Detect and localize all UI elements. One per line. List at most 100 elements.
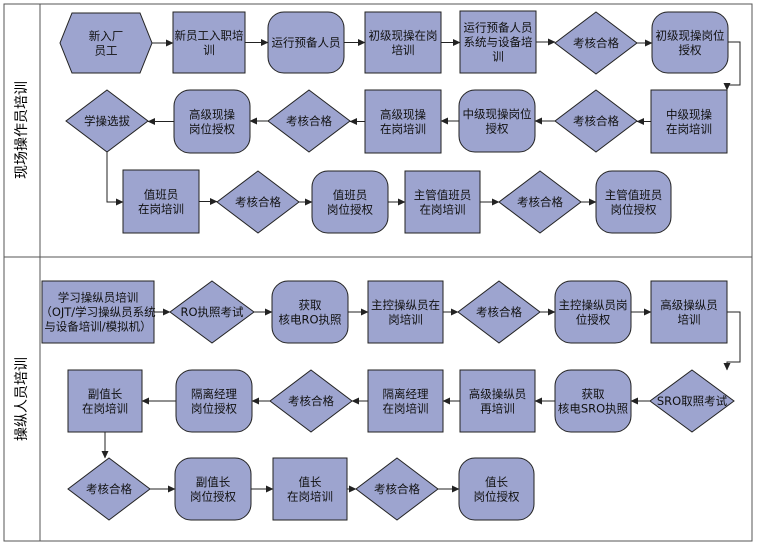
node-label: 岗位授权: [189, 122, 235, 136]
flow-node-s1-check3: 考核合格: [267, 89, 351, 153]
node-shape-rounded: [554, 280, 632, 344]
node-label: 员工: [95, 43, 118, 57]
node-label: SRO取照考试: [657, 394, 728, 408]
node-label: 考核合格: [288, 394, 334, 408]
node-label: 培训: [678, 312, 701, 326]
node-label: 再培训: [480, 401, 515, 415]
node-label: 运行预备人员: [272, 36, 341, 50]
node-label: 隔离经理: [383, 387, 429, 401]
node-shape-diamond: [269, 369, 353, 433]
node-label: 授权: [486, 121, 509, 135]
node-shape-rounded: [267, 11, 345, 74]
flow-node-s1-select: 学操选拔: [65, 89, 149, 153]
node-label: （OJT/学习操纵员系统: [40, 305, 156, 319]
node-label: 获取: [582, 387, 605, 401]
node-shape-diamond: [355, 457, 439, 521]
flow-node-s2-check2: 考核合格: [269, 369, 353, 433]
node-label: 在岗培训: [138, 202, 184, 216]
node-label: 考核合格: [517, 195, 563, 209]
node-label: 新入厂: [89, 29, 124, 43]
node-label: 值班员: [144, 187, 179, 201]
flow-arrow: [723, 41, 741, 91]
node-shape-diamond: [498, 170, 582, 234]
node-label: 主控操纵员在: [371, 298, 440, 312]
node-label: 隔离经理: [191, 387, 237, 401]
node-label: 考核合格: [374, 482, 420, 496]
flow-node-s1-check2: 考核合格: [554, 89, 638, 153]
node-shape-rect: [172, 11, 246, 74]
node-label: 在岗培训: [420, 202, 466, 216]
node-label: 学习操纵员培训: [58, 291, 139, 305]
node-shape-hexagon: [59, 12, 153, 74]
node-label: 考核合格: [476, 305, 522, 319]
node-label: 在岗培训: [666, 122, 712, 136]
node-label: 高级操纵员: [469, 387, 527, 401]
flow-node-s2-check4: 考核合格: [355, 457, 439, 521]
section-frame-bottom: [3, 256, 753, 542]
node-label: 学操选拔: [84, 114, 130, 128]
node-label: 高级现操: [189, 107, 235, 121]
flow-node-s1-reserve: 运行预备人员: [267, 11, 345, 74]
section-label-field-operator: 现场操作员培训: [14, 81, 30, 179]
node-shape-diamond: [169, 280, 255, 344]
flow-arrow: [723, 311, 741, 371]
node-label: 获取: [299, 298, 322, 312]
node-shape-rounded: [595, 170, 672, 234]
node-label: 与设备培训/模拟机）: [44, 320, 151, 334]
node-label: 主管值班员: [414, 188, 472, 202]
node-label: 在岗培训: [383, 401, 429, 415]
connector-layer: [101, 38, 741, 493]
node-label: 岗位授权: [190, 489, 236, 503]
node-shape-rect: [459, 369, 536, 433]
node-label: 初级现操岗位: [656, 28, 725, 42]
node-shape-rect: [122, 169, 200, 234]
node-label: 主控操纵员岗: [559, 298, 628, 312]
flow-node-s1-check4: 考核合格: [216, 170, 300, 234]
node-label: 考核合格: [235, 195, 281, 209]
flow-node-s2-ro-exam: RO执照考试: [169, 280, 255, 344]
node-shape-diamond: [67, 457, 151, 521]
node-shape-rounded: [554, 369, 632, 433]
node-shape-rounded: [651, 11, 729, 74]
node-label: 在岗培训: [380, 122, 426, 136]
node-label: 值班员: [333, 188, 368, 202]
node-label: 考核合格: [573, 114, 619, 128]
node-label: 岗位授权: [474, 489, 520, 503]
node-label: 培训: [392, 43, 415, 57]
node-shape-rect: [367, 369, 444, 433]
node-label: 中级现操: [666, 107, 712, 121]
node-label: 系统与设备培: [464, 35, 533, 49]
flow-node-s2-sro-exam: SRO取照考试: [649, 369, 735, 433]
node-label: 副值长: [88, 387, 123, 401]
node-label: 岗位授权: [191, 401, 237, 415]
node-label: RO执照考试: [180, 305, 244, 319]
node-label: 考核合格: [286, 114, 332, 128]
node-shape-rect: [364, 11, 442, 74]
flow-arrow: [106, 152, 124, 206]
node-label: 训: [492, 50, 504, 64]
section-label-reactor-operator: 操纵人员培训: [14, 357, 30, 441]
node-label: 岗位授权: [327, 202, 373, 216]
node-label: 核电SRO执照: [558, 401, 628, 415]
node-label: 中级现操岗位: [463, 107, 532, 121]
node-label: 考核合格: [86, 482, 132, 496]
node-shape-rect: [41, 280, 155, 344]
node-shape-rounded: [271, 280, 349, 344]
